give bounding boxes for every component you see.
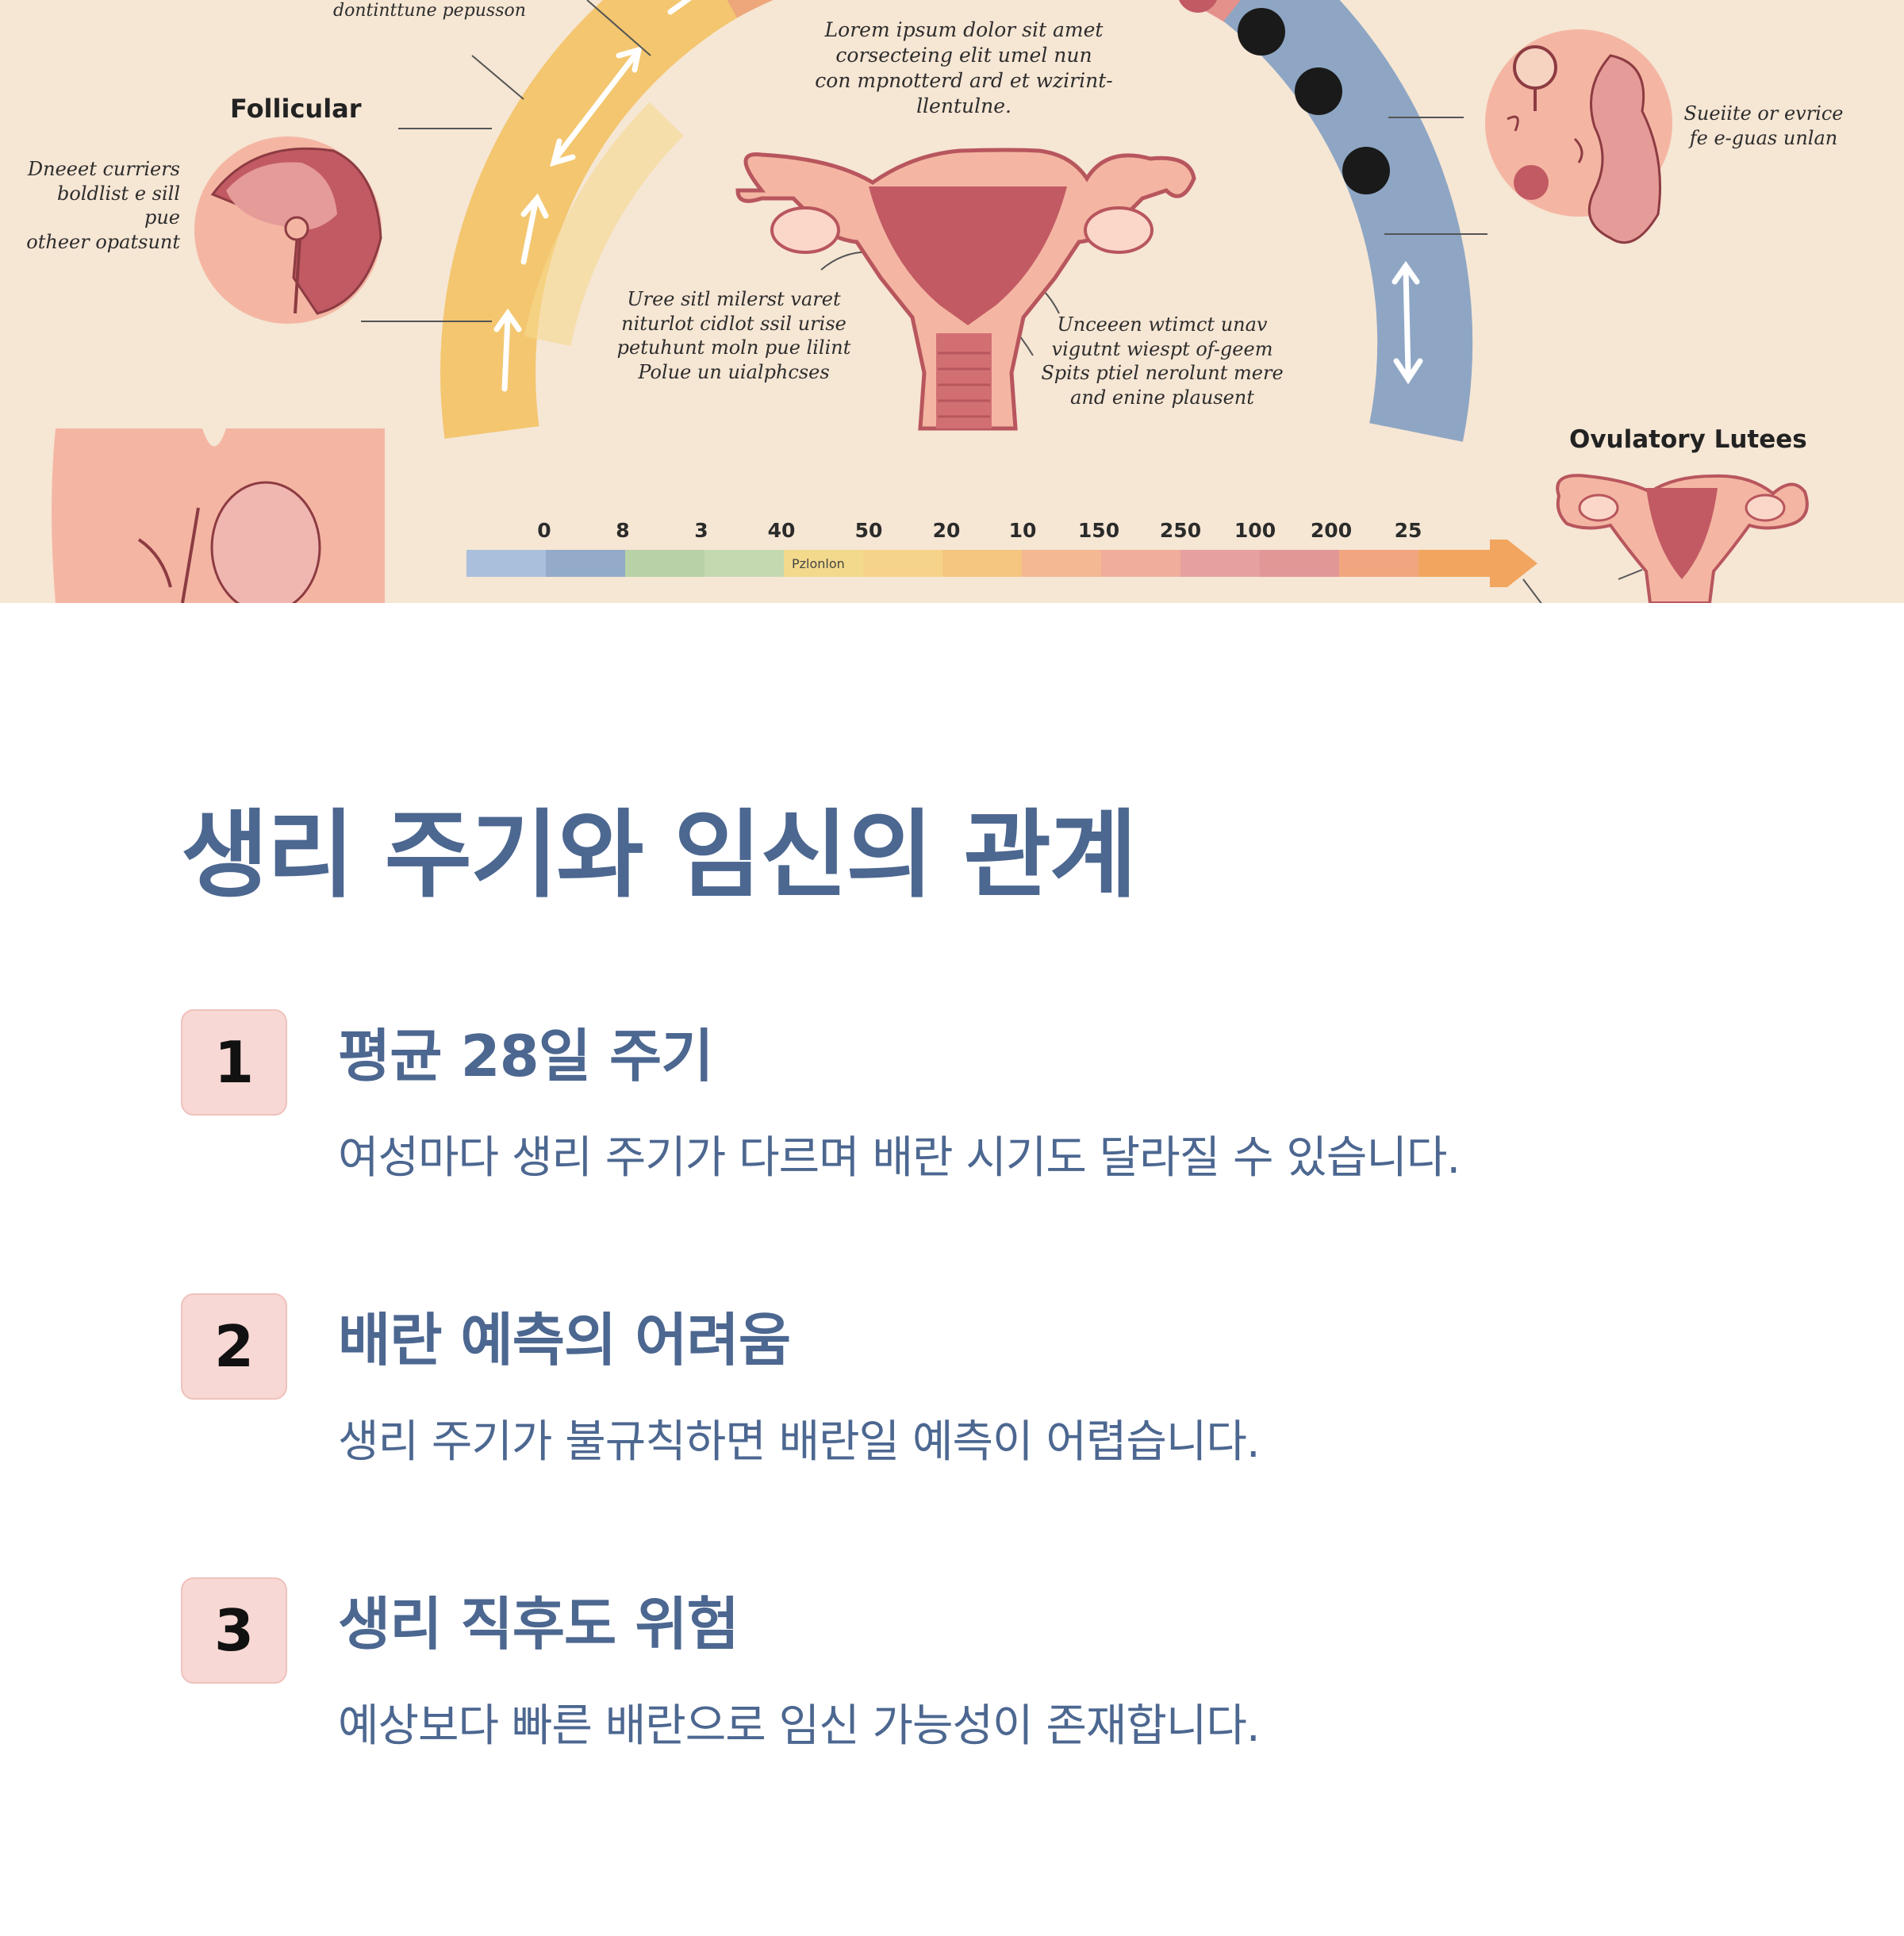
follicle-icon: [194, 136, 382, 324]
step-title: 평균 28일 주기: [338, 1023, 714, 1089]
arc-blue-segment: [1223, 0, 1473, 442]
dot-icon: [1342, 147, 1390, 194]
top-left-caption: dontinttune pepusson: [333, 1, 526, 21]
scale-tick: 10: [1008, 519, 1037, 542]
scale-tick: 250: [1159, 519, 1202, 542]
follicular-label: Follicular: [230, 94, 362, 124]
step-number-badge: 2: [181, 1293, 287, 1400]
dot-icon: [1295, 67, 1342, 115]
arc-yellow-segment: [440, 0, 739, 439]
scale-tick: 40: [767, 519, 796, 542]
ovulatory-label: Ovulatory Lutees: [1569, 425, 1807, 454]
content-section: 생리 주기와 임신의 관계 1 평균 28일 주기 여성마다 생리 주기가 다르…: [0, 603, 1904, 1936]
color-scale-bar: [466, 540, 1537, 587]
dot-icon: [1238, 8, 1285, 56]
center-caption: Lorem ipsum dolor sit amet corsecteing e…: [815, 18, 1113, 117]
step-description: 생리 주기가 불규칙하면 배란일 예측이 어렵습니다.: [338, 1416, 1261, 1468]
tissue-icon: [1485, 29, 1672, 244]
scale-tick: 20: [932, 519, 961, 542]
left-caption: Dneeet curriers boldlist e sill pue othe…: [26, 158, 180, 254]
scale-tick: 50: [854, 519, 883, 542]
scale-bar-label: Pzlonlon: [792, 556, 845, 571]
page-title: 생리 주기와 임신의 관계: [181, 801, 1137, 911]
lower-right-caption: Unceeen wtimct unav vigutnt wiespt of-ge…: [1041, 313, 1284, 409]
lower-left-caption: Uree sitl milerst varet niturlot cidlot …: [616, 288, 851, 384]
step-number-badge: 3: [181, 1577, 287, 1684]
scale-tick: 8: [616, 519, 630, 542]
uterus-small-icon: [1556, 474, 1809, 603]
scale-tick: 200: [1310, 519, 1353, 542]
cycle-illustration-graphic: [52, 0, 1809, 603]
scale-tick: 100: [1234, 519, 1276, 542]
step-description: 예상보다 빠른 배란으로 임신 가능성이 존재합니다.: [338, 1700, 1261, 1752]
arc-arrows: [493, 0, 1423, 392]
cycle-illustration: dontinttune pepusson Follicular Dneeet c…: [0, 0, 1904, 603]
step-description: 여성마다 생리 주기가 다르며 배란 시기도 달라질 수 있습니다.: [338, 1132, 1461, 1184]
step-title: 배란 예측의 어려움: [338, 1307, 791, 1373]
scale-tick: 0: [537, 519, 551, 542]
step-title: 생리 직후도 위험: [338, 1591, 739, 1658]
body-icon: [52, 428, 385, 603]
scale-tick: 150: [1077, 519, 1120, 542]
scale-tick: 3: [694, 519, 708, 542]
uterus-icon: [735, 148, 1196, 431]
scale-tick: 25: [1394, 519, 1422, 542]
right-caption: Sueiite or evrice fe e-guas unlan: [1683, 102, 1844, 149]
step-number-badge: 1: [181, 1009, 287, 1116]
